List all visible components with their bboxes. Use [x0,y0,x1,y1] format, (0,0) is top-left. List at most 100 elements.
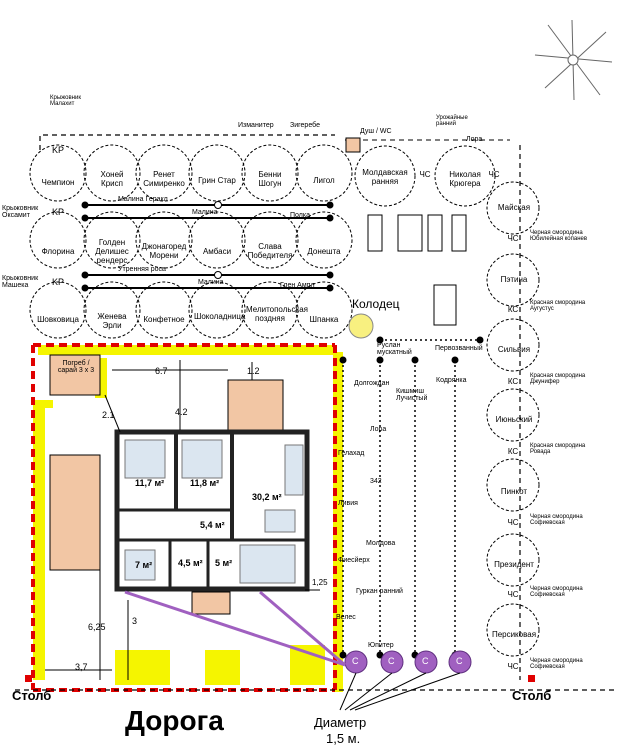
porch [191,591,231,615]
house [114,429,310,592]
vine-label: 342 [370,478,382,485]
tree-label: Амбаси [202,247,232,256]
vine-label: Велес [336,614,356,621]
vine-label: Гелахад [338,450,365,457]
room-living-area: 30,2 м² [252,492,282,502]
right-tree-column [486,181,540,657]
top-label: Урожайные ранний [436,115,468,127]
trellis-label: Малина [192,209,218,216]
room-bath-area: 7 м² [135,560,153,570]
vine-label: Лора [370,426,387,433]
pillar-right-label: Столб [512,688,552,703]
compass-icon [534,19,613,101]
c-circles [344,650,472,674]
right-desc: Черная смородина Юбилейная копанев [530,230,588,242]
right-item: Майская [497,203,531,212]
well-icon [348,313,374,339]
kr-label: KP [52,277,65,287]
tree-label: Лигол [313,176,335,185]
right-item: Пэтина [500,275,528,284]
tree-label: ЧС [488,170,500,179]
dim-1-2: 1.2 [247,366,260,376]
dim-2-1: 2.1 [102,410,115,420]
tree-label: Молдавская ранняя [362,168,408,186]
right-item: ЧС [507,518,519,527]
dim-4-2: 4.2 [175,407,188,417]
dim-3: 3 [132,616,138,626]
tree-label: Флорина [41,247,75,256]
trellis-label: Полка [290,212,310,219]
dim-1-25: 1,25 [312,578,328,587]
tree-label: Донешта [307,247,341,256]
vineyard-trellis [342,339,480,655]
tree-label: Шоколадница [194,312,246,321]
trellis-posts [81,201,334,292]
tree-label: ЧС [419,170,431,179]
right-desc: Красная смородина Ровада [530,443,586,455]
tree-label: Шовковица [37,315,79,324]
right-item: ЧС [507,662,519,671]
vine-label: Кишмиш Лучистый [396,388,428,402]
right-item: Президент [494,560,534,569]
right-item: Пинкот [500,487,528,496]
tree-label: Джонагоред Морени [141,242,187,260]
tree-label: Мелитопольская поздняя [246,305,308,323]
left-label: Крыжовник Малахит [50,95,81,107]
vine-label: Молдова [366,540,396,547]
right-item: ЧС [507,234,519,243]
tree-label: Грин Стар [198,176,236,185]
tree-row-2 [29,211,353,269]
diameter-value: 1,5 м. [326,731,361,746]
right-desc: Красная смородина Аугустус [530,300,586,312]
right-desc: Красная смородина Джунифер [530,373,586,385]
pillar-right-marker [528,675,535,682]
shed-label: Погреб / сарай 3 х 3 [57,360,95,374]
shower-building [345,137,361,153]
right-item: ЧС [507,590,519,599]
trellis-label: Малина [198,279,224,286]
shed [49,354,101,396]
garden-beds [367,214,467,326]
top-label: Изманитер [238,122,274,129]
trellis-label: Утренняя роса [118,266,166,273]
trellis-lines [85,204,330,289]
property-line [15,134,615,691]
tree-label: Хоней Крисп [100,170,124,188]
right-item: КС [507,447,519,456]
dimension-lines [45,360,320,680]
right-item: Июньский [495,415,533,424]
room-small-area: 5 м² [215,558,233,568]
purple-lines [124,590,346,667]
pillar-left-marker [25,675,32,682]
yellow-paths [33,345,343,692]
vine-label: Долгождан [354,380,390,387]
right-desc: Черная смородина Софиевская [530,586,583,598]
room-hall-area: 5,4 м² [200,520,225,530]
tree-row-1 [29,144,496,207]
dim-3-7: 3,7 [75,662,88,672]
diameter-pointers [339,672,461,711]
vine-label: Гуркан ранний [356,588,403,595]
diameter-label: Диаметр [314,715,367,730]
tree-row-3 [29,281,353,339]
room-wc-area: 4,5 м² [178,558,203,568]
dim-6-25: 6,25 [88,622,106,632]
right-item: Персиковая [491,630,537,639]
tree-label: Слава Победителя [247,242,293,260]
c-label: C [388,656,395,666]
left-label: Крыжовник Машека [2,275,39,289]
vine-label: Первозванный [435,345,483,352]
shower-label: Душ / WC [360,128,392,135]
storage-block [49,454,101,571]
pillar-left-label: Столб [12,688,52,703]
c-label: C [422,656,429,666]
right-desc: Черная смородина Софиевская [530,514,583,526]
tree-label: Конфетное [143,315,185,324]
top-label: Лора [466,136,483,143]
room-bed2-area: 11,8 м² [190,478,220,488]
tree-label: Голден Делишес рендерс [95,238,129,265]
top-label: Зигеребе [290,122,320,129]
right-item: КС [507,377,519,386]
vine-label: Руслан мускатный [377,342,412,356]
